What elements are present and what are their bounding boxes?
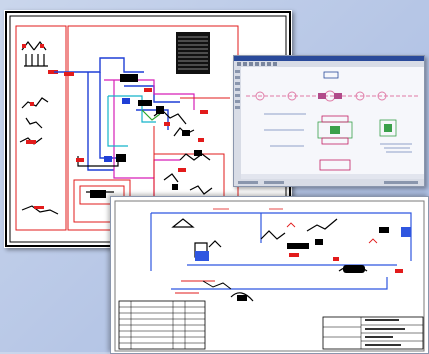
flowsheet-diagram xyxy=(114,200,425,352)
drawing-sheet-flowsheet xyxy=(110,196,429,354)
cad-window-screenshot xyxy=(233,55,425,187)
cad-window-graphic xyxy=(234,56,424,186)
